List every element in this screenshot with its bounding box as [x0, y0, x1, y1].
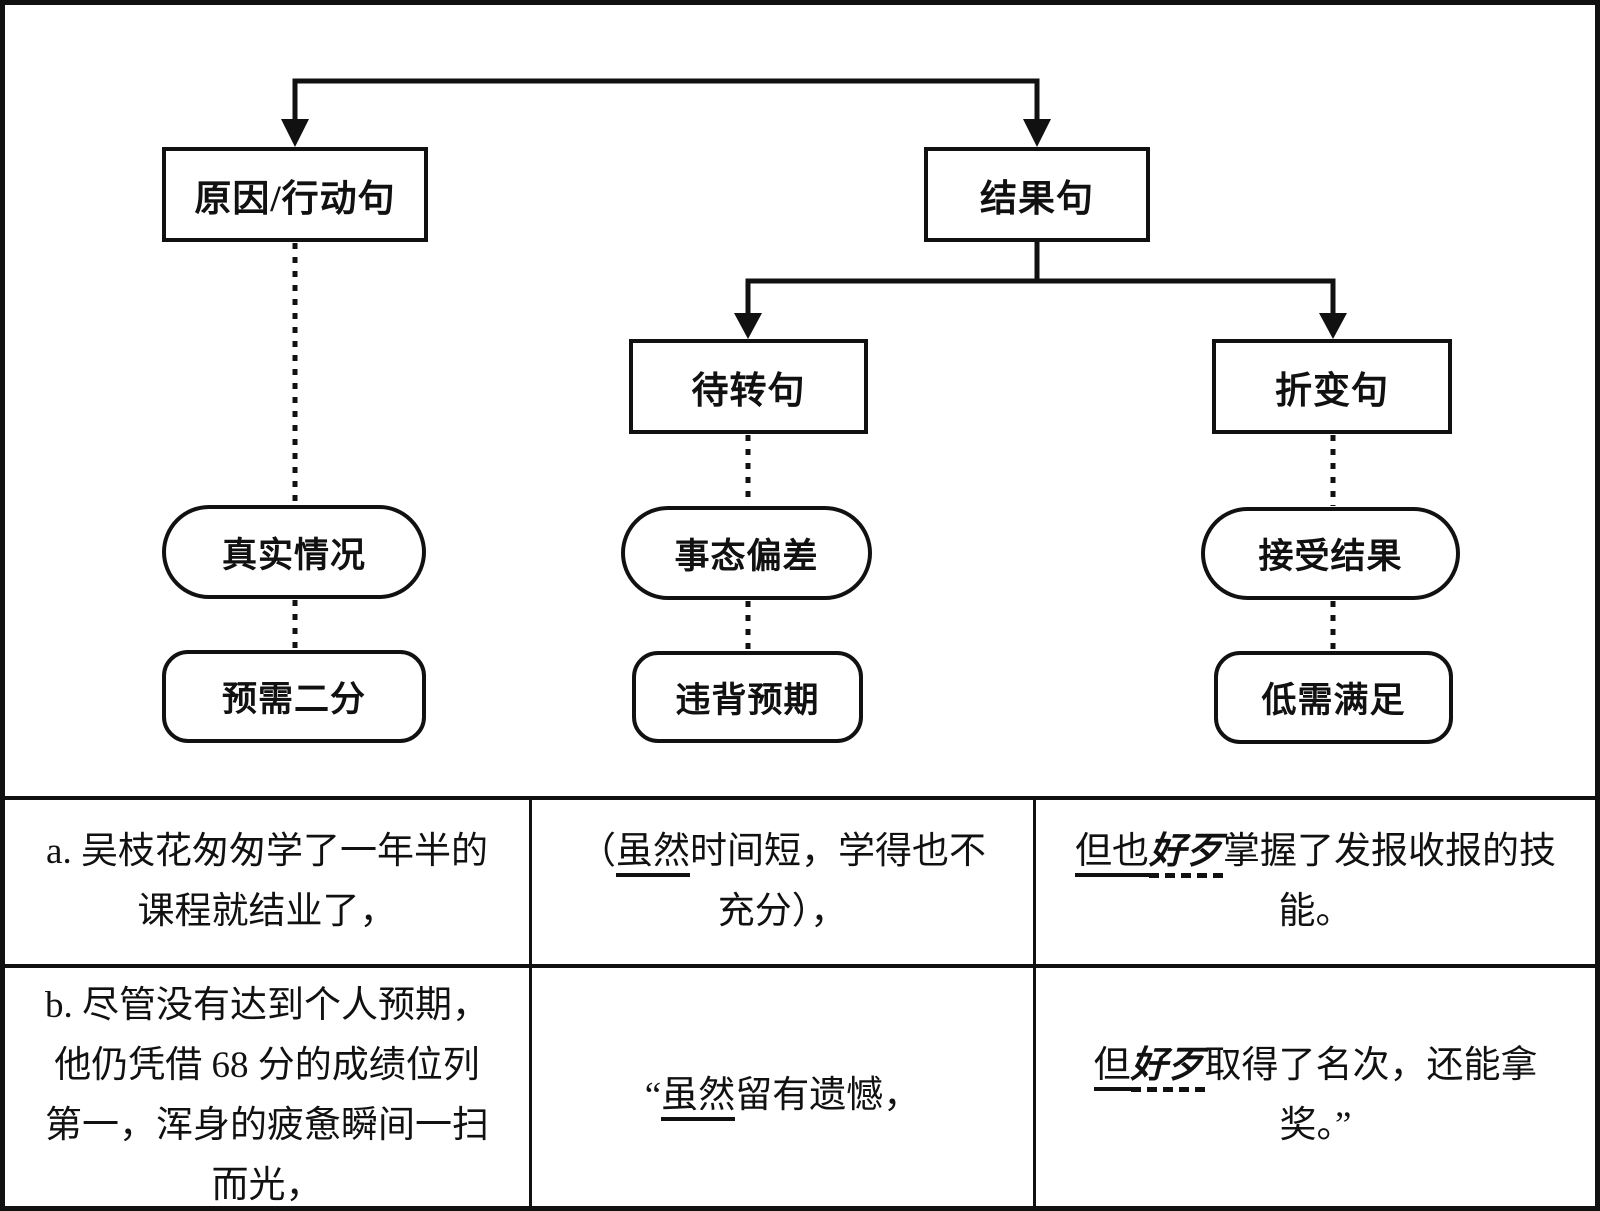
- node-turn-change: 折变句: [1212, 339, 1452, 434]
- arrowhead-down-icon: [734, 313, 762, 339]
- connector-lines: [281, 78, 1347, 650]
- plain-text: 留有遗憾，: [735, 1075, 921, 1116]
- cell-text: （虽然时间短，学得也不 充分），: [579, 822, 986, 942]
- node-reason-action: 原因/行动句: [162, 147, 428, 242]
- table-cell-a-turn: 但也好歹掌握了发报收报的技 能。: [1036, 800, 1595, 968]
- arrowhead-down-icon: [1023, 119, 1051, 147]
- node-pending-turn: 待转句: [629, 339, 868, 434]
- flow-diagram: 原因/行动句 结果句 待转句 折变句 真实情况 事态偏差 接受结果 预需二分 违…: [5, 5, 1595, 800]
- node-low-need-satisfaction: 低需满足: [1214, 651, 1453, 744]
- bold-dashed-text: 好歹: [1130, 1045, 1205, 1092]
- plain-text: a. 吴枝花匆匆学了一年半的 课程就结业了，: [46, 831, 488, 932]
- table-cell-a-pending: （虽然时间短，学得也不 充分），: [532, 800, 1036, 968]
- node-expect-need-split: 预需二分: [162, 650, 426, 743]
- plain-text: 掌握了发报收报的技 能。: [1223, 831, 1556, 932]
- node-state-deviation: 事态偏差: [621, 506, 872, 600]
- example-table: a. 吴枝花匆匆学了一年半的 课程就结业了， （虽然时间短，学得也不 充分）， …: [5, 796, 1595, 1206]
- plain-text: 取得了名次，还能拿 奖。”: [1204, 1045, 1538, 1146]
- cell-text: a. 吴枝花匆匆学了一年半的 课程就结业了，: [46, 822, 488, 942]
- node-against-expectation: 违背预期: [632, 651, 863, 743]
- cell-text: 但也好歹掌握了发报收报的技 能。: [1075, 822, 1556, 942]
- table-cell-a-cause: a. 吴枝花匆匆学了一年半的 课程就结业了，: [5, 800, 532, 968]
- underlined-text: 虽然: [661, 1075, 736, 1121]
- underlined-text: 但也: [1075, 831, 1149, 877]
- table-cell-b-cause: b. 尽管没有达到个人预期， 他仍凭借 68 分的成绩位列 第一，浑身的疲惫瞬间…: [5, 968, 532, 1206]
- underlined-text: 虽然: [616, 831, 690, 877]
- table-cell-b-pending: “虽然留有遗憾，: [532, 968, 1036, 1206]
- bold-dashed-text: 好歹: [1149, 831, 1223, 878]
- plain-text: “: [644, 1075, 662, 1116]
- plain-text: 时间短，学得也不 充分），: [690, 831, 986, 932]
- cell-text: b. 尽管没有达到个人预期， 他仍凭借 68 分的成绩位列 第一，浑身的疲惫瞬间…: [45, 976, 489, 1206]
- table-cell-b-turn: 但好歹取得了名次，还能拿 奖。”: [1036, 968, 1595, 1206]
- node-result: 结果句: [924, 147, 1150, 242]
- cell-text: 但好歹取得了名次，还能拿 奖。”: [1093, 1036, 1538, 1156]
- node-accept-result: 接受结果: [1201, 507, 1460, 600]
- cell-text: “虽然留有遗憾，: [645, 1066, 920, 1126]
- plain-text: （: [579, 831, 616, 872]
- plain-text: b. 尽管没有达到个人预期， 他仍凭借 68 分的成绩位列 第一，浑身的疲惫瞬间…: [45, 985, 489, 1206]
- arrowhead-down-icon: [281, 119, 309, 147]
- arrowhead-down-icon: [1319, 313, 1347, 339]
- underlined-text: 但: [1093, 1045, 1131, 1091]
- node-real-situation: 真实情况: [162, 505, 426, 599]
